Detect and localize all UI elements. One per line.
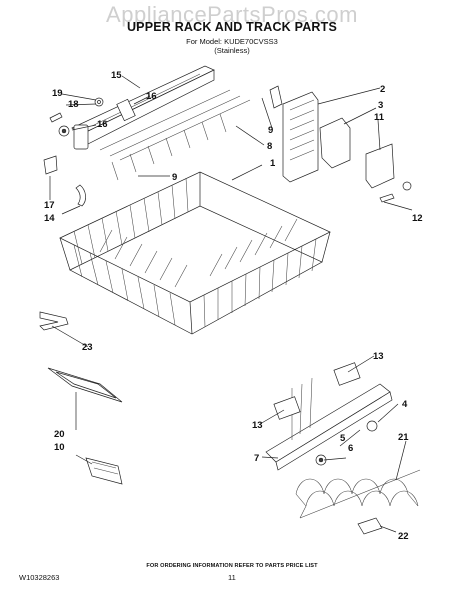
finish-label: (Stainless)	[214, 46, 250, 55]
callout-20: 20	[54, 429, 65, 440]
callout-3: 3	[378, 100, 383, 111]
callout-16: 16	[146, 91, 157, 102]
callout-21: 21	[398, 432, 409, 443]
page-number: 11	[228, 573, 236, 582]
callout-23: 23	[82, 342, 93, 353]
callout-13b: 13	[252, 420, 263, 431]
callout-5: 5	[340, 433, 346, 444]
callout-2: 2	[380, 84, 385, 95]
callout-16b: 16	[97, 119, 108, 130]
callout-labels: 15 19 18 16 16 1 2 3 9 8 11 9 17 14 12 1…	[44, 70, 423, 542]
callout-17: 17	[44, 200, 55, 211]
upper-rack-basket	[59, 89, 331, 335]
callout-22: 22	[398, 531, 409, 542]
callout-14: 14	[44, 213, 55, 224]
callout-8: 8	[267, 141, 272, 152]
upper-track-rail	[71, 65, 215, 150]
callout-4: 4	[402, 399, 408, 410]
handle-and-bracket	[47, 367, 123, 485]
rail-end-cap	[357, 517, 383, 535]
leader-lines	[49, 75, 413, 533]
callout-9: 9	[268, 125, 273, 136]
callout-19: 19	[52, 88, 63, 99]
callout-15: 15	[111, 70, 122, 81]
screw-washer-roller-parts	[43, 97, 104, 207]
ordering-note: FOR ORDERING INFORMATION REFER TO PARTS …	[146, 563, 318, 569]
callout-6: 6	[348, 443, 353, 454]
callout-12: 12	[412, 213, 423, 224]
lower-track-assembly	[265, 362, 393, 471]
callout-7: 7	[254, 453, 259, 464]
watermark: AppliancePartsPros.com	[106, 2, 358, 27]
callout-13: 13	[373, 351, 384, 362]
callout-10: 10	[54, 442, 65, 453]
rack-adjuster-assembly	[269, 85, 412, 203]
callout-11: 11	[374, 112, 385, 123]
document-number: W10328263	[19, 573, 60, 582]
page-title: UPPER RACK AND TRACK PARTS	[126, 20, 338, 34]
wheel-rail	[295, 469, 421, 519]
model-line: For Model: KUDE70CVSS3	[186, 37, 278, 46]
callout-18: 18	[68, 99, 79, 110]
callout-9b: 9	[172, 172, 177, 183]
callout-1: 1	[270, 158, 276, 169]
clip-part	[39, 311, 69, 331]
